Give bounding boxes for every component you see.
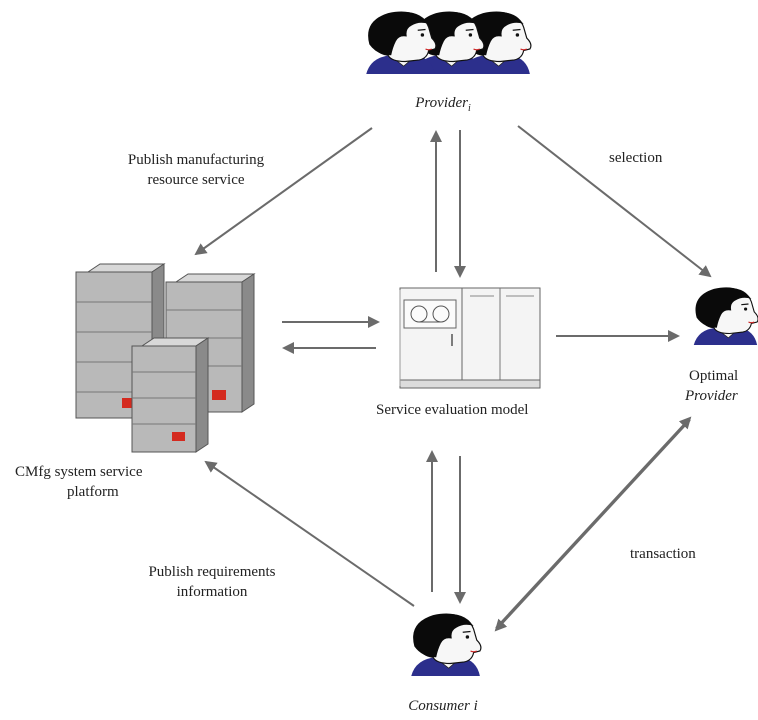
evaluation-model-label: Service evaluation model — [376, 402, 529, 418]
arrow-transaction-to-consumer — [494, 419, 691, 632]
server-tower-front — [131, 337, 210, 453]
provider-label: Provideri — [415, 95, 471, 114]
provider-group-icon — [365, 10, 532, 75]
transaction-label: transaction — [630, 546, 696, 562]
consumer-icon — [410, 612, 482, 677]
arrow-consumer-to-platform — [204, 460, 415, 607]
arrow-provider-to-platform — [194, 127, 373, 256]
arrows — [194, 125, 712, 632]
consumer-label: Consumer i — [408, 698, 478, 714]
optimal-provider-label: Optimal Provider — [685, 368, 739, 404]
arrow-provider-to-optimal — [517, 125, 712, 278]
computer-machine-icon — [399, 287, 541, 389]
publish-service-label: Publish manufacturing resource service — [127, 152, 265, 188]
selection-label: selection — [609, 150, 663, 166]
arrow-transaction-to-optimal — [495, 416, 692, 629]
optimal-provider-icon — [693, 286, 758, 346]
platform-label: CMfg system service platform — [15, 464, 143, 500]
server-cluster-icon — [75, 263, 256, 453]
publish-requirements-label: Publish requirements information — [148, 564, 276, 600]
